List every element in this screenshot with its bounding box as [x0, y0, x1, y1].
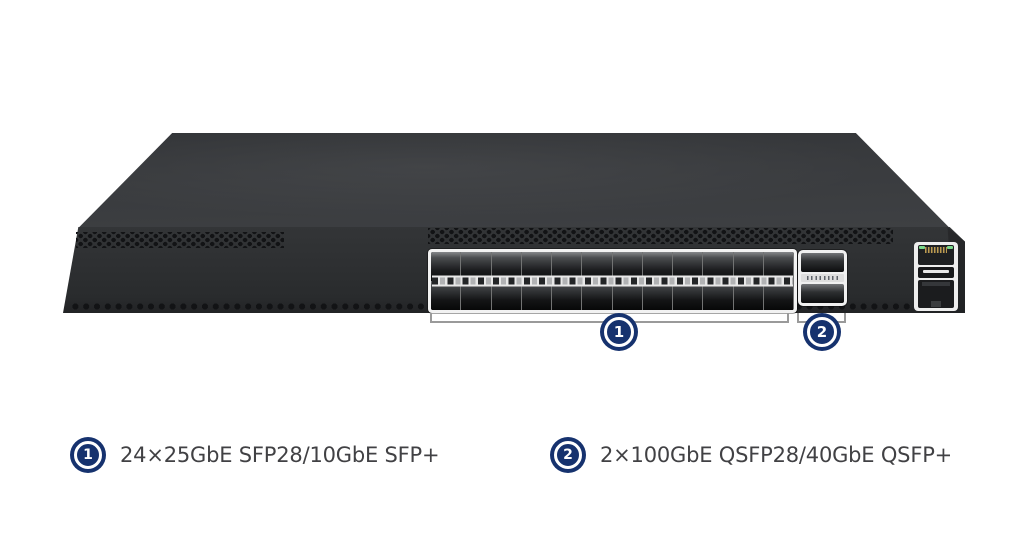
qsfp-port-bottom — [801, 284, 844, 303]
callout-marker-2: 2 — [803, 313, 841, 351]
legend-label-qsfp: 2×100GbE QSFP28/40GbE QSFP+ — [600, 443, 953, 467]
legend-marker-1-number: 1 — [74, 441, 102, 469]
link-led-left — [919, 246, 925, 249]
legend-marker-1: 1 — [70, 437, 106, 473]
legend-marker-2-number: 2 — [554, 441, 582, 469]
ethernet-mgmt-port — [918, 245, 954, 265]
sfp-latch-strip — [432, 275, 793, 287]
callout-marker-1-number: 1 — [604, 317, 634, 347]
legend-marker-2: 2 — [550, 437, 586, 473]
chassis-top-panel — [78, 133, 950, 228]
vent-grille-middle — [428, 228, 893, 244]
management-port-panel — [914, 242, 958, 311]
legend-label-sfp: 24×25GbE SFP28/10GbE SFP+ — [120, 443, 440, 467]
sfp-latch-marks — [432, 277, 793, 285]
legend-item-sfp: 1 24×25GbE SFP28/10GbE SFP+ — [70, 437, 440, 473]
console-port-opening — [921, 282, 951, 286]
usb-port — [918, 267, 954, 278]
usb-slot — [923, 270, 949, 273]
legend-item-qsfp: 2 2×100GbE QSFP28/40GbE QSFP+ — [550, 437, 952, 473]
qsfp-port-top — [801, 253, 844, 272]
link-led-right — [947, 246, 953, 249]
qsfp-label-marks — [807, 276, 838, 280]
sfp28-port-bank — [428, 249, 797, 313]
qsfp28-port-bank — [798, 250, 847, 306]
console-port-clip — [931, 301, 941, 307]
qsfp-port-label — [801, 274, 844, 282]
rj45-pins — [925, 247, 947, 253]
sfp28-cage-grid — [431, 252, 794, 310]
console-port — [918, 280, 954, 308]
callout-marker-1: 1 — [600, 313, 638, 351]
callout-marker-2-number: 2 — [807, 317, 837, 347]
vent-grille-left — [76, 232, 284, 248]
